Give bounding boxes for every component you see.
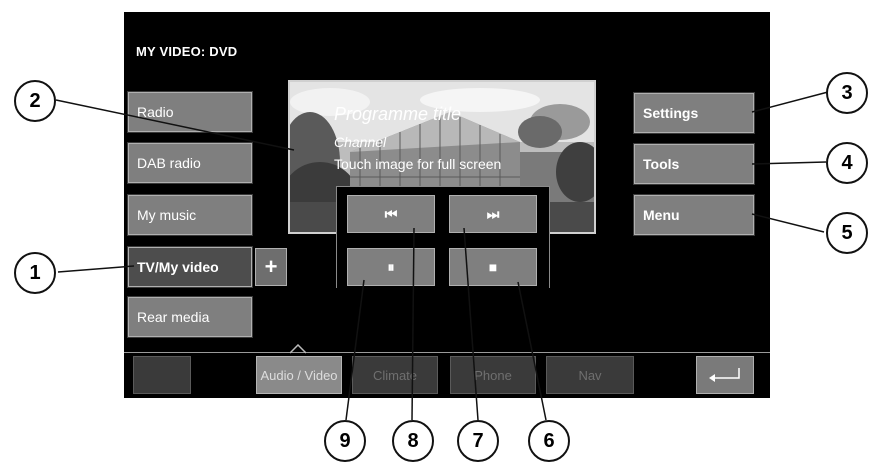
pause-button[interactable]: ⏸	[347, 248, 435, 286]
previous-button[interactable]: ⏮	[347, 195, 435, 233]
pause-icon: ⏸	[387, 258, 395, 275]
fullscreen-hint: Touch image for full screen	[334, 156, 502, 172]
rear-media-button[interactable]: Rear media	[127, 296, 253, 338]
channel-label: Channel	[334, 134, 387, 150]
callout-8: 8	[392, 420, 434, 462]
active-tab-indicator	[290, 344, 306, 354]
screen-title: MY VIDEO: DVD	[136, 44, 238, 59]
tab-audio-video[interactable]: Audio / Video	[256, 356, 342, 394]
callout-3: 3	[826, 72, 868, 114]
callout-4: 4	[826, 142, 868, 184]
programme-title: Programme title	[334, 104, 462, 124]
plus-button[interactable]: +	[255, 248, 287, 286]
callout-7: 7	[457, 420, 499, 462]
callout-2: 2	[14, 80, 56, 122]
tab-home[interactable]	[133, 356, 191, 394]
settings-button[interactable]: Settings	[633, 92, 755, 134]
skip-back-icon: ⏮	[384, 205, 398, 222]
skip-forward-icon: ⏭	[486, 205, 500, 222]
tab-climate[interactable]: Climate	[352, 356, 438, 394]
tab-nav[interactable]: Nav	[546, 356, 634, 394]
stop-button[interactable]: ■	[449, 248, 537, 286]
tab-phone[interactable]: Phone	[450, 356, 536, 394]
callout-6: 6	[528, 420, 570, 462]
tv-my-video-button[interactable]: TV/My video	[127, 246, 253, 288]
return-arrow-icon	[709, 368, 740, 382]
back-button[interactable]	[696, 356, 754, 394]
next-button[interactable]: ⏭	[449, 195, 537, 233]
callout-5: 5	[826, 212, 868, 254]
dab-radio-button[interactable]: DAB radio	[127, 142, 253, 184]
callout-1: 1	[14, 252, 56, 294]
radio-button[interactable]: Radio	[127, 91, 253, 133]
tools-button[interactable]: Tools	[633, 143, 755, 185]
tab-bar-divider	[124, 352, 770, 353]
stop-icon: ■	[488, 259, 498, 275]
my-music-button[interactable]: My music	[127, 194, 253, 236]
callout-9: 9	[324, 420, 366, 462]
menu-button[interactable]: Menu	[633, 194, 755, 236]
